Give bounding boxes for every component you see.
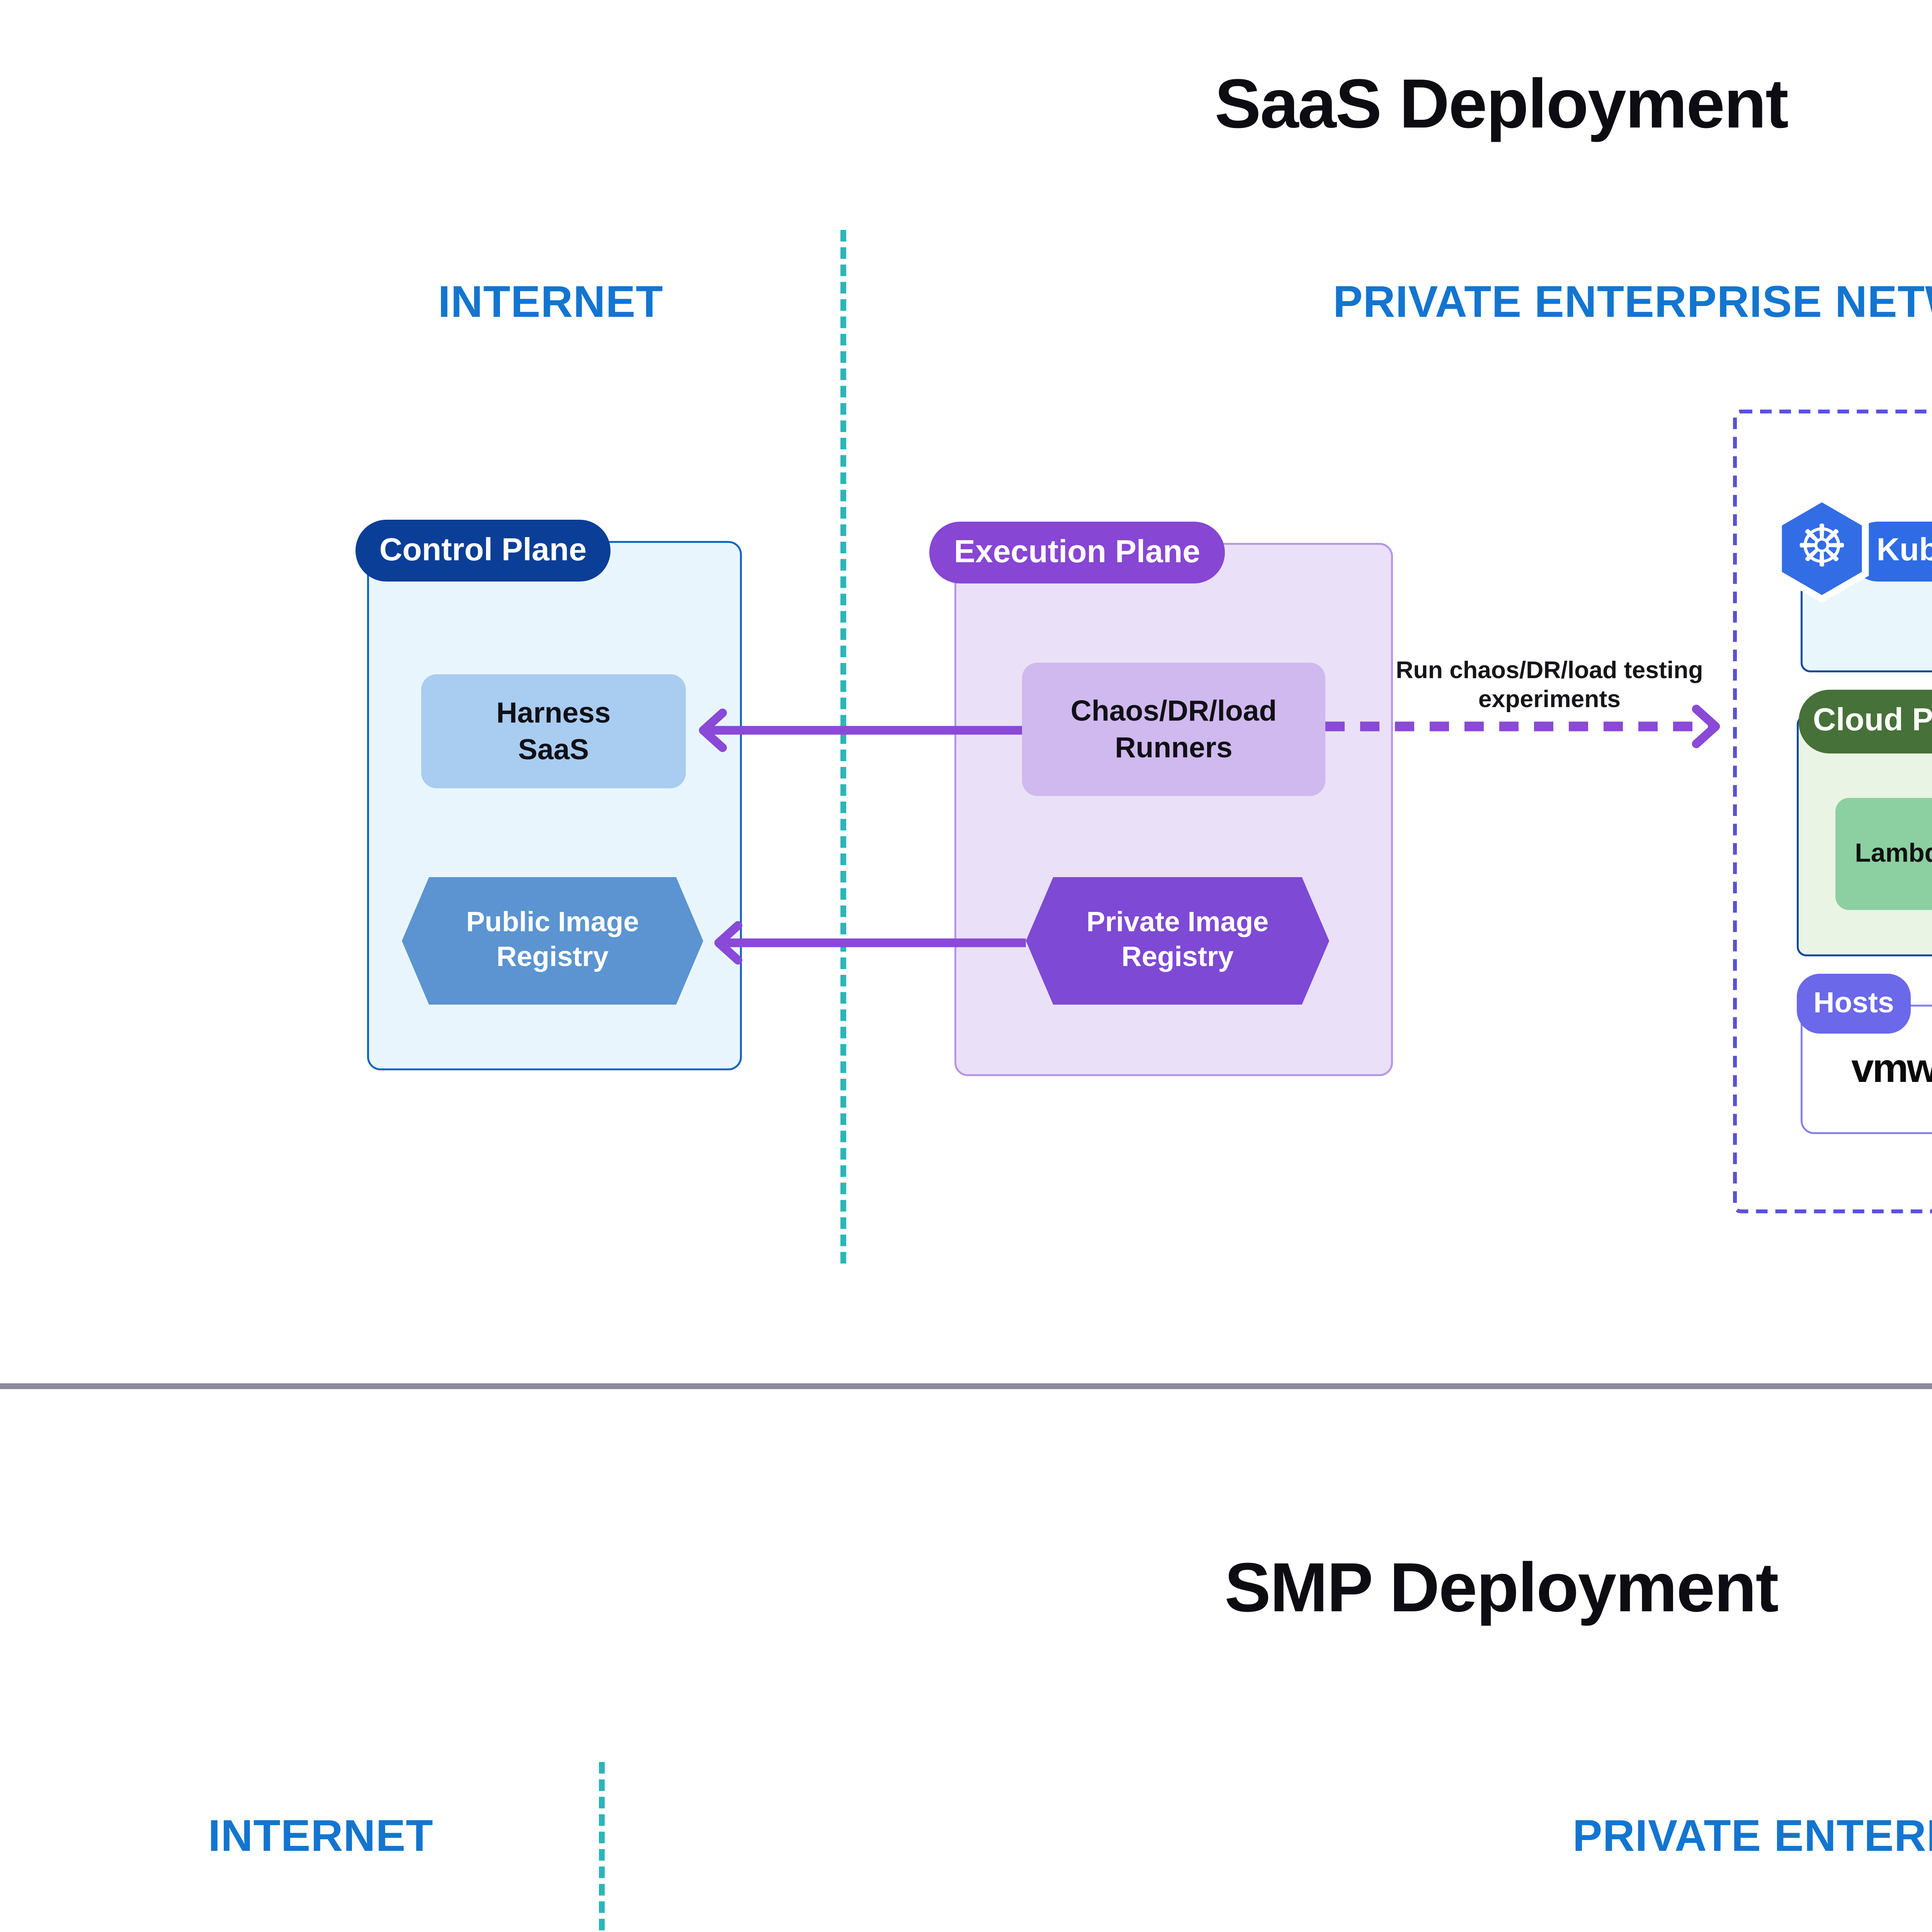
execution-plane-pill-saas: Execution Plane — [929, 522, 1225, 583]
cloud-provider-resources-pill-saas: Cloud Provider Resources — [1799, 690, 1932, 753]
harness-saas-node: Harness SaaS — [421, 674, 686, 788]
vmware-logo: vmware® — [1851, 1046, 1932, 1091]
lambda-item-saas: Lambda — [1835, 798, 1932, 910]
public-image-registry-saas: Public Image Registry — [402, 877, 703, 1005]
chaos-dr-load-runners-node: Chaos/DR/load Runners — [1022, 663, 1325, 796]
hosts-pill-vmware-saas: Hosts — [1797, 974, 1911, 1034]
smp-deployment-title: SMP Deployment — [1224, 1548, 1779, 1627]
section-divider — [0, 1383, 1932, 1388]
internet-boundary-line-smp — [599, 1762, 605, 1932]
private-enterprise-network-label-smp: PRIVATE ENTERPRISE NETWORK — [1572, 1810, 1932, 1861]
internet-label-smp: INTERNET — [208, 1810, 434, 1861]
private-image-registry-saas: Private Image Registry — [1026, 877, 1329, 1005]
internet-label-saas: INTERNET — [438, 276, 663, 327]
control-plane-pill-saas: Control Plane — [355, 520, 611, 582]
private-enterprise-network-label-saas: PRIVATE ENTERPRISE NETWORK — [1333, 276, 1932, 327]
run-experiments-label-saas: Run chaos/DR/load testing experiments — [1396, 657, 1703, 713]
saas-deployment-title: SaaS Deployment — [1214, 64, 1789, 143]
internet-boundary-line-saas — [840, 230, 846, 1264]
